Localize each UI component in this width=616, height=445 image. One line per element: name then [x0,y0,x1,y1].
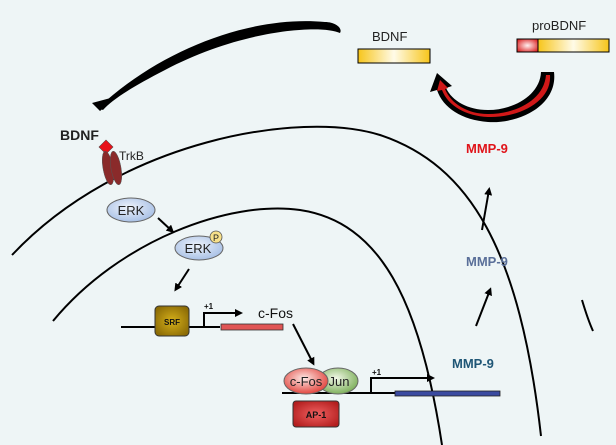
mmp9-gene-label: MMP-9 [452,356,494,371]
mmp9-extracellular-label: MMP-9 [466,141,508,156]
probdnf-label: proBDNF [532,18,586,33]
cfos-gene-bar [220,323,284,331]
erk-node [106,197,156,223]
mmp9-secretion-arrow [481,187,493,231]
srf-label: SRF [164,318,180,327]
bdnf-ligand-label: BDNF [60,127,99,143]
outer-right-curve-end [581,299,594,332]
mmp9-cytoplasm-label: MMP-9 [466,254,508,269]
bdnf-bar [357,48,431,64]
bdnf-return-arrow [98,21,341,110]
trkb-label: TrkB [119,149,144,163]
phospho-badge [209,230,223,244]
nuclear-membrane [52,207,443,445]
cfos-to-ap1-arrow [292,323,315,366]
srf-box [154,305,190,337]
probdnf-pro-domain [516,38,539,53]
bdnf-ligand [98,139,114,155]
bdnf-return-arrowhead [92,96,118,111]
cfos-tss-arrow [203,309,243,327]
bdnf-label: BDNF [372,29,407,44]
phospho-label: P [213,233,219,243]
trkb-receptor-right [110,150,122,186]
cfos-protein-label: c-Fos [290,374,323,389]
perk-label: ERK [185,241,212,256]
perk-node [174,235,224,261]
erk-to-perk-arrow [157,217,175,234]
mmp9-export-arrow [475,287,492,327]
cfos-gene-label: c-Fos [258,305,293,321]
cfos-tss-label: +1 [204,302,214,311]
cell-membrane [11,125,542,437]
ap1-box [292,400,340,428]
cfos-protein [283,367,329,395]
mmp9-tss-arrow [370,374,435,393]
perk-to-srf-arrow [174,268,190,292]
probdnf-bar [537,38,610,53]
jun-label: Jun [329,374,350,389]
erk-label: ERK [118,203,145,218]
mmp9-gene-bar [394,390,501,397]
mmp9-tss-label: +1 [372,368,382,377]
ap1-label: AP-1 [306,410,327,420]
